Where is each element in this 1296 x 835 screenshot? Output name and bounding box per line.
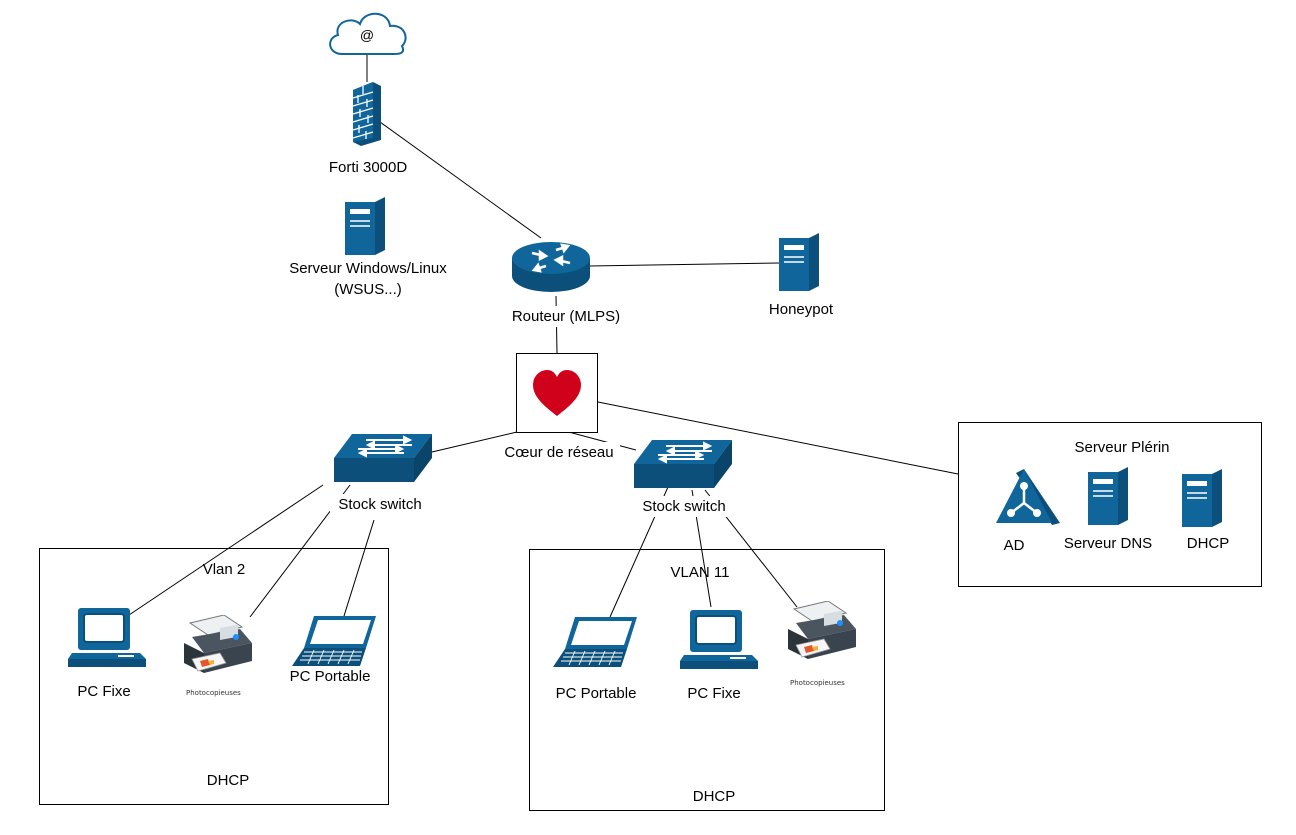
printer-icon xyxy=(788,600,856,659)
desktop-pc-icon xyxy=(68,608,146,667)
switch-right-node[interactable] xyxy=(632,438,734,492)
ad-node[interactable] xyxy=(994,467,1066,527)
vlan2-pc-fixe-label: PC Fixe xyxy=(77,683,131,700)
dns-server-label: Serveur DNS xyxy=(1063,535,1153,552)
internet-symbol: @ xyxy=(359,27,375,43)
dhcp-server-label: DHCP xyxy=(1186,535,1230,552)
firewall-node[interactable] xyxy=(351,80,383,148)
laptop-icon xyxy=(292,616,376,666)
link-core-plerin xyxy=(597,401,959,475)
vlan2-laptop-label: PC Portable xyxy=(289,668,371,685)
vlan11-pc-fixe[interactable] xyxy=(680,609,760,671)
vlan11-printer[interactable] xyxy=(784,600,860,667)
link-firewall-router xyxy=(379,121,542,239)
heart-icon xyxy=(533,370,581,416)
vlan2-group xyxy=(39,548,389,805)
server-plerin-title: Serveur Plérin xyxy=(1074,439,1170,456)
switch-icon xyxy=(634,440,732,488)
printer-icon xyxy=(184,614,252,673)
vlan2-title: Vlan 2 xyxy=(202,561,246,578)
cloud-icon xyxy=(329,12,407,55)
link-swl-pcfixe xyxy=(128,484,324,616)
core-label: Cœur de réseau xyxy=(498,442,620,463)
server-tower-icon xyxy=(345,197,385,255)
link-swl-laptop xyxy=(343,519,375,617)
dhcp-server-node[interactable] xyxy=(1182,468,1224,528)
vlan11-laptop-label: PC Portable xyxy=(555,685,637,702)
firewall-icon xyxy=(352,82,381,146)
vlan11-printer-label: Photocopieuses xyxy=(790,679,845,687)
dns-server-node[interactable] xyxy=(1088,466,1130,526)
vlan11-title: VLAN 11 xyxy=(670,564,730,581)
switch-icon xyxy=(334,434,432,482)
vlan11-footer: DHCP xyxy=(692,788,736,805)
switch-right-label: Stock switch xyxy=(634,496,734,517)
router-node[interactable] xyxy=(510,238,592,296)
active-directory-icon xyxy=(996,469,1060,525)
link-core-switch-right xyxy=(564,430,637,451)
ad-label: AD xyxy=(1003,537,1025,554)
router-label: Routeur (MLPS) xyxy=(504,306,628,327)
switch-left-node[interactable] xyxy=(332,432,434,486)
desktop-pc-icon xyxy=(680,610,758,669)
server-tower-icon xyxy=(1088,467,1128,525)
server-tower-icon xyxy=(1182,469,1222,527)
core-node[interactable] xyxy=(516,353,598,433)
vlan2-printer[interactable] xyxy=(180,614,256,681)
firewall-label: Forti 3000D xyxy=(322,157,414,178)
vlan2-printer-label: Photocopieuses xyxy=(186,689,241,697)
vlan11-group xyxy=(529,549,885,811)
honeypot-node[interactable] xyxy=(779,232,821,292)
server-tower-icon xyxy=(779,233,819,291)
internet-cloud[interactable]: @ xyxy=(324,8,410,58)
link-core-switch-left xyxy=(431,431,518,453)
vlan11-pc-fixe-label: PC Fixe xyxy=(687,685,741,702)
vlan2-pc-fixe[interactable] xyxy=(68,607,148,669)
server-windows-node[interactable] xyxy=(345,196,387,256)
laptop-icon xyxy=(553,617,637,667)
honeypot-label: Honeypot xyxy=(768,301,834,318)
vlan2-laptop[interactable] xyxy=(290,614,378,672)
vlan11-laptop[interactable] xyxy=(551,615,639,673)
switch-left-label: Stock switch xyxy=(330,494,430,515)
router-icon xyxy=(512,242,590,292)
vlan2-footer: DHCP xyxy=(206,772,250,789)
link-router-honeypot xyxy=(589,262,780,267)
server-windows-label-2: (WSUS...) xyxy=(320,279,416,300)
server-windows-label-1: Serveur Windows/Linux xyxy=(280,258,456,279)
